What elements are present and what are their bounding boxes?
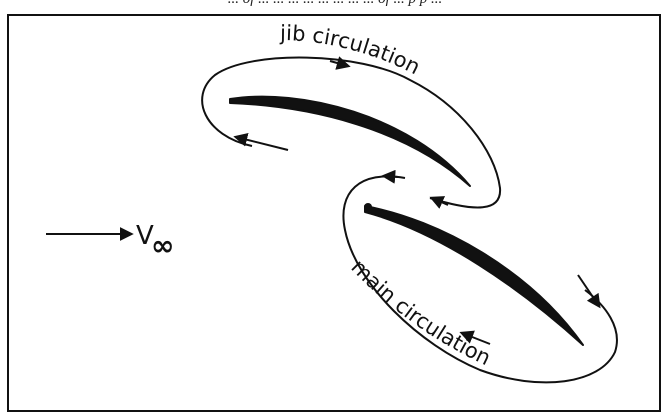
main-circulation-arrow-top [381, 169, 399, 184]
mainsail-luff-dot [364, 203, 372, 211]
freestream-infinity-subscript: ∞ [151, 229, 174, 262]
main-circulation-arrow-bottom [459, 330, 491, 345]
freestream-v-label: V [136, 221, 154, 251]
main-inflow-arrow [577, 274, 601, 309]
jib-sail-shape [229, 95, 471, 187]
jib-circulation-arrow-inner [429, 196, 449, 209]
main-circulation-label: main circulation [346, 255, 494, 371]
jib-circulation-label: jib circulation [279, 21, 424, 79]
mainsail-shape [364, 205, 584, 346]
jib-outflow-arrow [233, 132, 289, 151]
main-circulation-loop [342, 175, 618, 384]
jib-circulation-arrow-top [329, 56, 351, 70]
figure-frame [7, 14, 661, 412]
clipped-header-text: ... of ... ... ... ... ... ... ... ... o… [0, 0, 670, 8]
jib-circulation-loop [201, 56, 502, 209]
